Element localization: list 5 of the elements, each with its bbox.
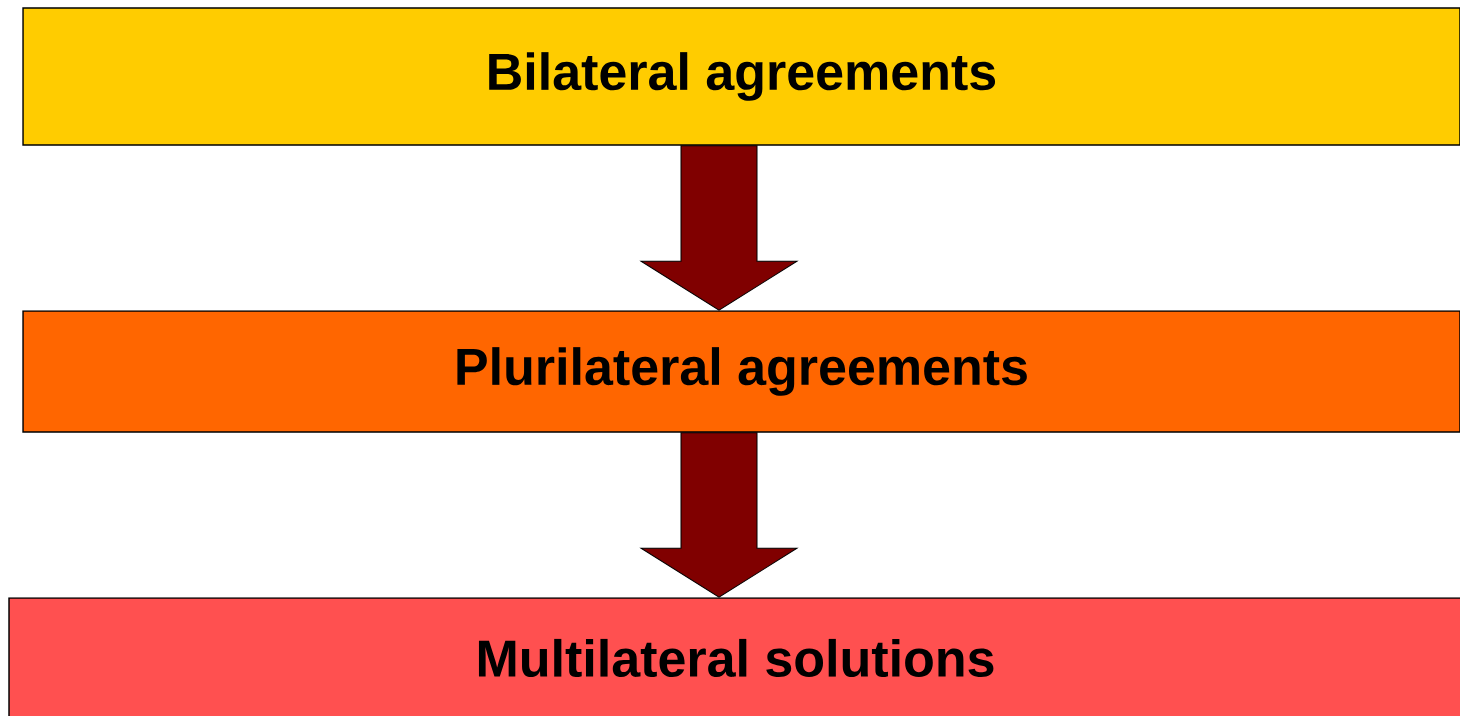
process-box: Plurilateral agreements xyxy=(22,310,1460,433)
block-arrow xyxy=(640,145,798,311)
process-box: Bilateral agreements xyxy=(22,7,1460,146)
block-arrow xyxy=(640,432,798,598)
process-box: Multilateral solutions xyxy=(8,597,1460,716)
